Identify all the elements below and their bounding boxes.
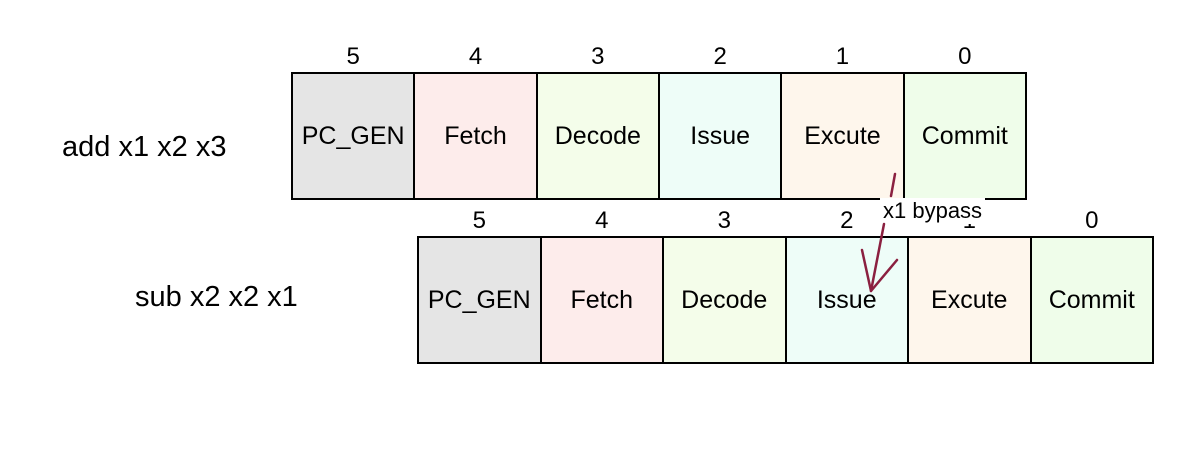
stage-decode: 3 Decode bbox=[537, 44, 660, 198]
stage-pc-gen: 5 PC_GEN bbox=[293, 44, 416, 198]
stage-label: Decode bbox=[681, 285, 768, 314]
stage-issue: 2 Issue bbox=[659, 44, 783, 198]
pipeline-add: 5 PC_GEN 4 Fetch 3 Decode 2 Issue 1 Excu… bbox=[291, 44, 1027, 200]
stage-label: Issue bbox=[690, 121, 751, 150]
stage-index: 0 bbox=[1085, 207, 1099, 234]
bypass-label: x1 bypass bbox=[880, 198, 986, 224]
pipeline-sub: 5 PC_GEN 4 Fetch 3 Decode 2 Issue 1 Excu… bbox=[417, 208, 1154, 364]
stage-fetch: 4 Fetch bbox=[541, 208, 664, 362]
stage-label: Commit bbox=[921, 121, 1008, 150]
stage-index: 1 bbox=[835, 43, 850, 70]
stage-commit: 0 Commit bbox=[904, 44, 1025, 198]
stage-decode: 3 Decode bbox=[664, 208, 787, 362]
stage-index: 3 bbox=[717, 207, 731, 234]
stage-label: Decode bbox=[554, 121, 641, 150]
stage-label: Commit bbox=[1048, 285, 1135, 314]
stage-commit: 0 Commit bbox=[1031, 208, 1152, 362]
stage-index: 3 bbox=[591, 43, 605, 70]
stage-index: 2 bbox=[840, 207, 854, 234]
stage-execute: 1 Excute bbox=[782, 44, 905, 198]
stage-index: 4 bbox=[595, 207, 609, 234]
stage-index: 5 bbox=[346, 43, 360, 70]
stage-label: Fetch bbox=[444, 121, 507, 150]
stage-label: PC_GEN bbox=[301, 121, 405, 150]
stage-label: Fetch bbox=[570, 285, 634, 314]
stage-label: Excute bbox=[804, 121, 881, 150]
stage-label: Excute bbox=[931, 285, 1008, 314]
stage-index: 0 bbox=[958, 43, 972, 70]
instruction-label-sub: sub x2 x2 x1 bbox=[135, 281, 298, 313]
stage-index: 5 bbox=[472, 207, 486, 234]
instruction-label-add: add x1 x2 x3 bbox=[62, 131, 227, 163]
stage-label: PC_GEN bbox=[427, 285, 531, 314]
stage-pc-gen: 5 PC_GEN bbox=[419, 208, 542, 362]
stage-execute: 1 Excute bbox=[909, 208, 1032, 362]
stage-index: 4 bbox=[468, 43, 483, 70]
stage-issue: 2 Issue bbox=[786, 208, 909, 362]
stage-label: Issue bbox=[816, 285, 877, 314]
stage-fetch: 4 Fetch bbox=[415, 44, 538, 198]
stage-index: 2 bbox=[713, 43, 727, 70]
